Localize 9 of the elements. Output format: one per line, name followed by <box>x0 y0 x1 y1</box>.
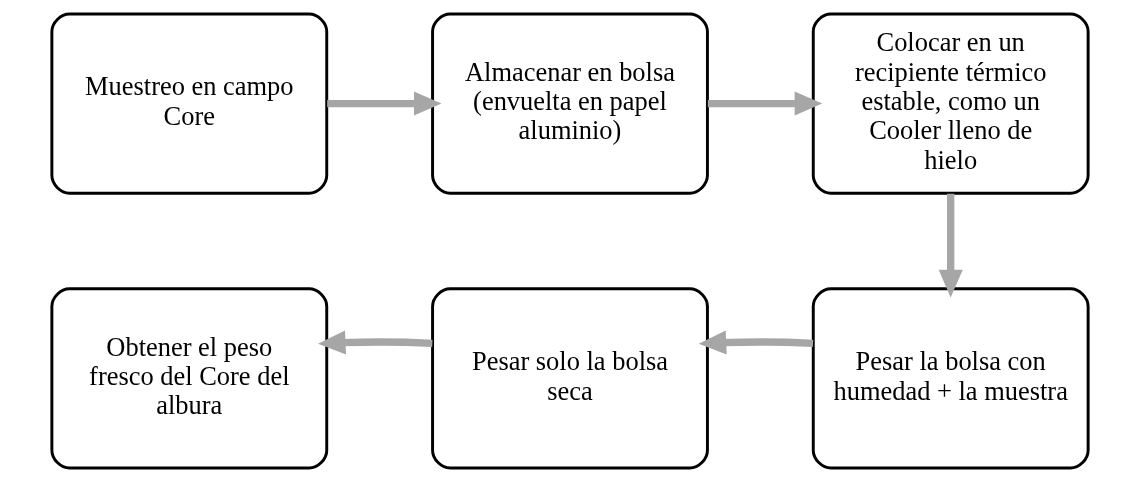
node-box: Pesar solo la bolsa seca <box>431 287 709 470</box>
node-box: Obtener el peso fresco del Core del albura <box>50 287 329 470</box>
arrow <box>707 91 823 116</box>
arrow <box>938 193 963 298</box>
arrow <box>698 330 814 355</box>
node-box: Colocar en un recipiente térmico estable, como un Cooler lleno de hielo <box>811 12 1090 195</box>
node-box: Pesar la bolsa con humedad + la muestra <box>811 287 1090 470</box>
node-box: Almacenar en bolsa (envuelta en papel aluminio) <box>431 12 709 195</box>
node-box: Muestreo en campo Core <box>50 12 329 195</box>
